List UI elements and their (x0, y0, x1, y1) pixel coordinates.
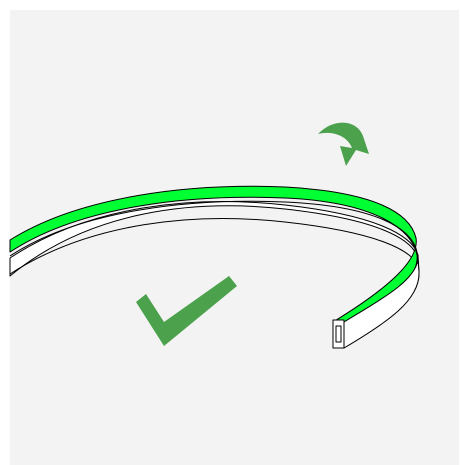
diagram-panel (10, 10, 459, 465)
strip-end-face (343, 259, 420, 349)
rotate-arrow-icon (318, 122, 369, 166)
neon-strip (9, 185, 420, 349)
strip-end-cap-slot (335, 325, 342, 343)
strip-rim-line (9, 200, 418, 257)
strip-side-line (9, 218, 420, 275)
checkmark-icon (136, 276, 237, 346)
